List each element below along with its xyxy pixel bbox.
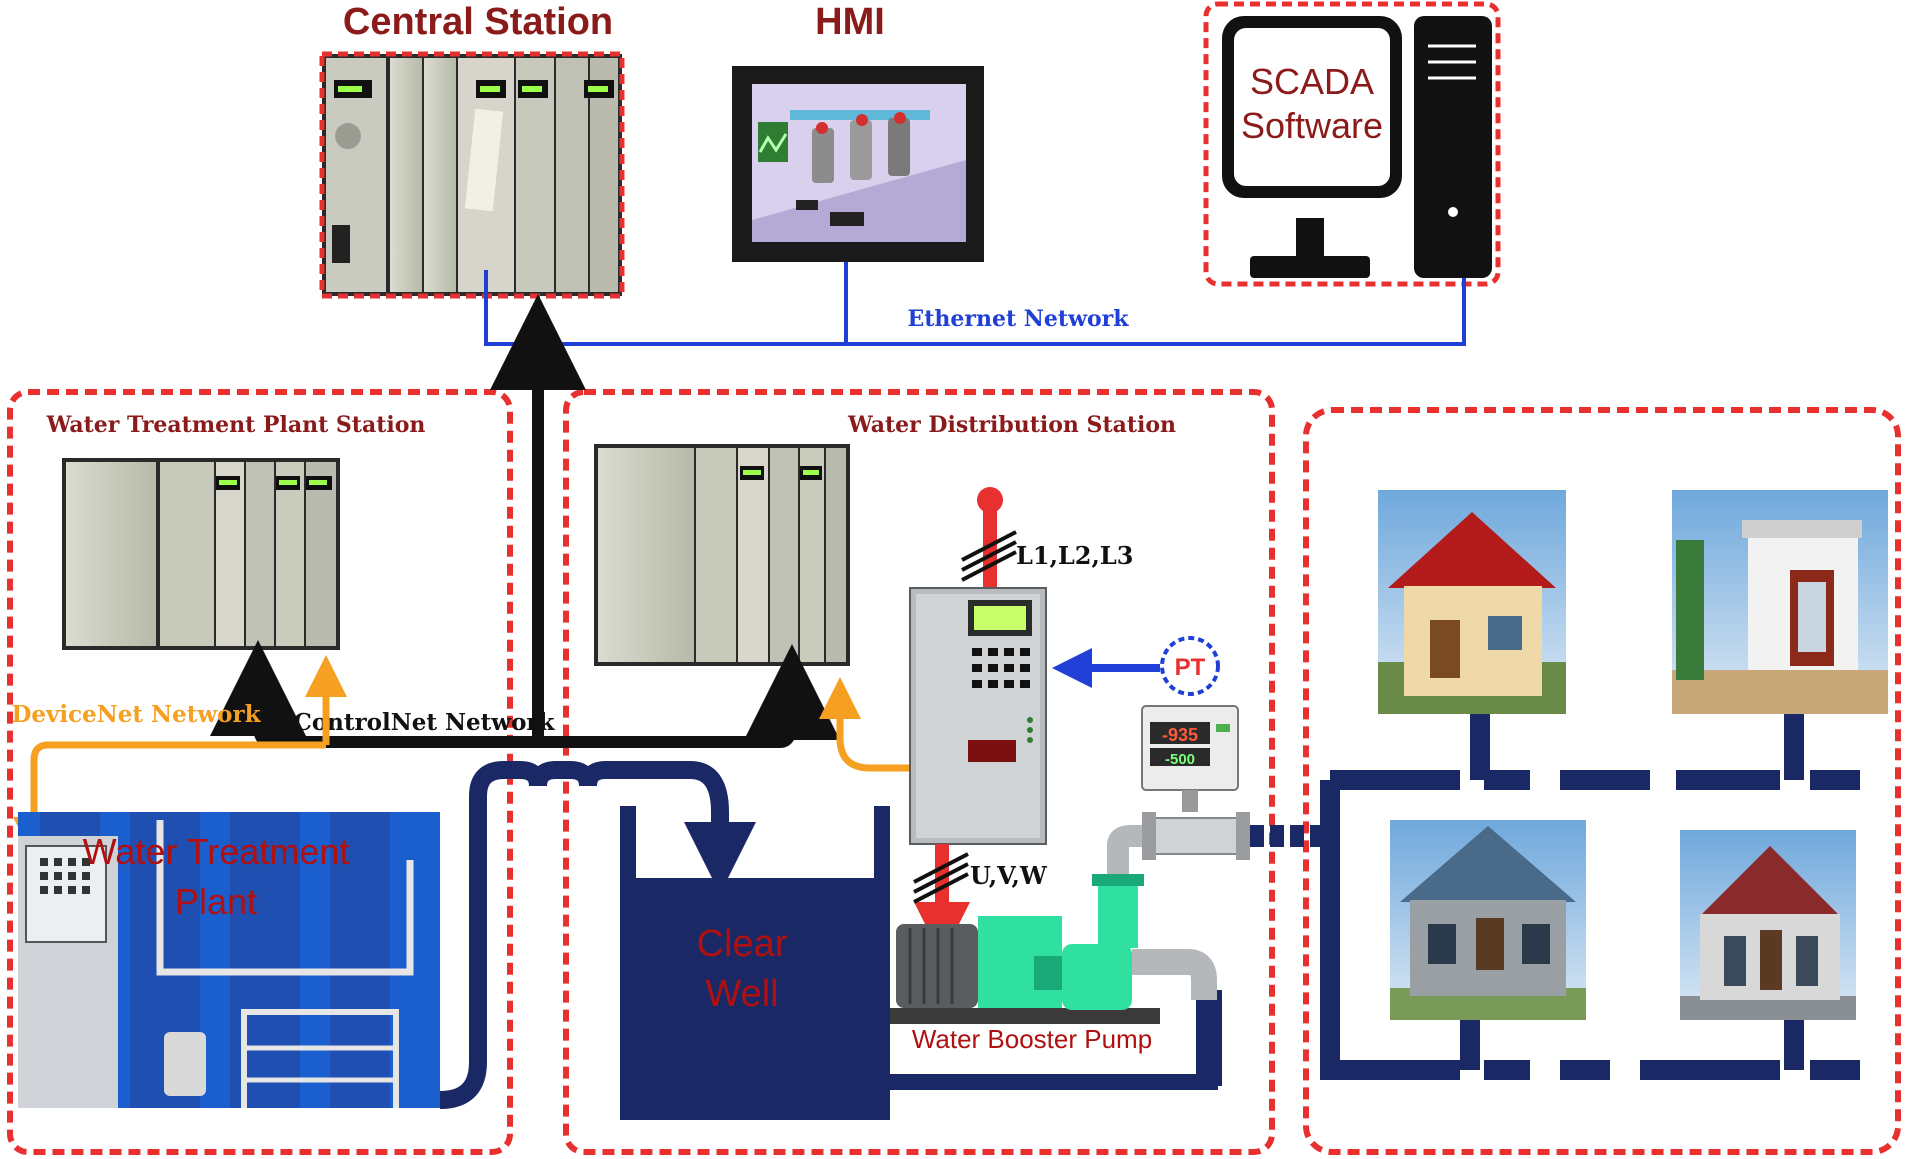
hmi-title: HMI [815, 1, 885, 43]
devicenet-network-label: DeviceNet Network [11, 701, 261, 728]
distribution-pipe-network [1320, 712, 1860, 1080]
variable-frequency-drive[interactable] [909, 587, 1047, 845]
house-4 [1680, 830, 1856, 1020]
central-station-border [319, 51, 625, 299]
central-station-title: Central Station [343, 1, 613, 43]
house-1 [1378, 490, 1566, 714]
controlnet-network-label: ControlNet Network [294, 709, 556, 736]
plant-label-line2: Plant [175, 881, 257, 922]
house-2 [1672, 490, 1888, 714]
clearwell-label-line2: Well [705, 973, 778, 1015]
booster-pump-label: Water Booster Pump [912, 1024, 1152, 1054]
water-treatment-plc [62, 458, 340, 650]
water-booster-pump [890, 812, 1250, 1024]
pt-display-top: -935 [1162, 725, 1198, 745]
three-phase-ticks-supply [961, 530, 1017, 582]
scada-label-line2: Software [1241, 105, 1383, 146]
clear-well [620, 806, 890, 1120]
plant-to-clearwell-pipe [439, 761, 756, 1109]
supply-phases-label: L1,L2,L3 [1016, 541, 1133, 570]
ethernet-bus [484, 270, 1466, 346]
scada-label-line1: SCADA [1250, 61, 1374, 102]
pt-display-bottom: -500 [1165, 751, 1195, 768]
power-source-node [977, 487, 1003, 513]
hmi-panel[interactable] [732, 66, 984, 262]
devicenet-to-plant [13, 741, 326, 859]
scada-computer[interactable] [1222, 16, 1492, 278]
motor-phases-label: U,V,W [970, 861, 1048, 890]
controlnet-to-wds-plc [538, 644, 840, 748]
water-treatment-station-border [7, 389, 513, 1155]
pressure-sensor [1141, 705, 1239, 812]
water-distribution-plc [594, 444, 850, 666]
water-distribution-station-title: Water Distribution Station [847, 412, 1176, 438]
pt-label: PT [1175, 654, 1206, 681]
residential-area-border [1303, 407, 1901, 1155]
plant-label-line1: Water Treatment [83, 831, 350, 872]
central-station-plc [322, 54, 622, 296]
clearwell-label-line1: Clear [697, 923, 788, 965]
three-phase-ticks-motor [913, 852, 969, 904]
water-treatment-station-title: Water Treatment Plant Station [46, 412, 426, 438]
ethernet-network-label: Ethernet Network [907, 306, 1129, 332]
pressure-transmitter-symbol[interactable] [1160, 636, 1220, 696]
water-treatment-plant [18, 812, 440, 1108]
scada-border [1203, 1, 1501, 287]
devicenet-to-drive [819, 677, 910, 772]
house-3 [1390, 820, 1586, 1020]
